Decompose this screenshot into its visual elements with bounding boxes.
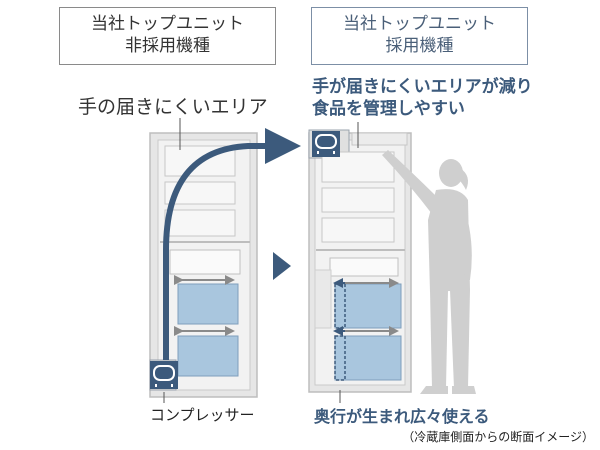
person-silhouette — [382, 150, 476, 394]
non-adopted-title-line1: 当社トップユニット — [91, 14, 244, 34]
right-fridge — [308, 129, 412, 403]
right-drawer-lower — [334, 335, 402, 381]
benefit-bottom-text: 奥行が生まれ広々使える — [314, 407, 490, 426]
left-drawer-upper — [177, 283, 239, 325]
compressor-label: コンプレッサー — [150, 406, 255, 424]
adopted-title-line2: 採用機種 — [385, 36, 454, 56]
benefit-top-line1: 手が届きにくいエリアが減り — [312, 77, 533, 97]
benefit-top-line2: 食品を管理しやすい — [312, 99, 465, 119]
cross-section-caption: （冷蔵庫側面からの断面イメージ） — [402, 430, 594, 444]
right-drawer-upper — [334, 283, 402, 329]
adopted-model-label: 当社トップユニット 採用機種 — [311, 7, 528, 65]
non-adopted-title-line2: 非採用機種 — [125, 36, 210, 56]
left-drawer-lower — [177, 335, 239, 377]
hard-to-reach-area-label: 手の届きにくいエリア — [78, 96, 268, 118]
airflow-arrow-icon — [163, 128, 301, 360]
triangle-right-icon — [273, 252, 291, 280]
benefit-top-text: 手が届きにくいエリアが減り 食品を管理しやすい — [312, 76, 533, 120]
compressor-icon-top — [312, 131, 340, 157]
adopted-title-line1: 当社トップユニット — [343, 14, 496, 34]
compressor-icon — [150, 361, 178, 389]
non-adopted-model-label: 当社トップユニット 非採用機種 — [59, 7, 276, 65]
